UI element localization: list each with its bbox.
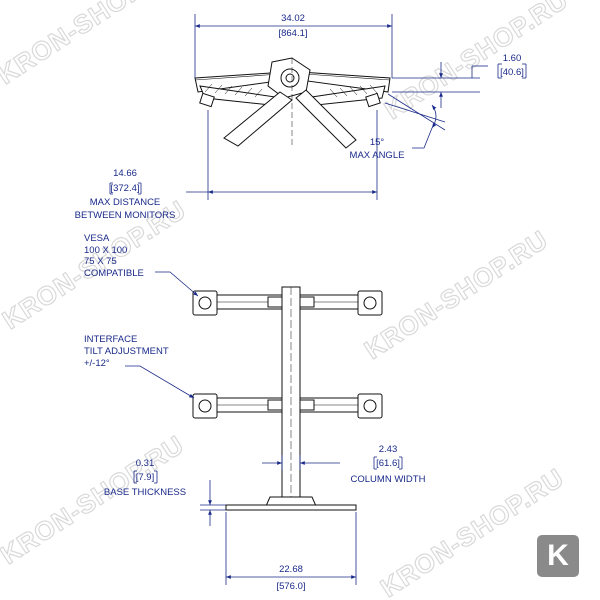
- base-width-dimension: 22.68 [576.0]: [225, 512, 357, 592]
- vesa-label: 75 X 75: [84, 256, 117, 267]
- interface-label: +/-12°: [84, 358, 110, 369]
- vesa-label: COMPATIBLE: [84, 268, 144, 279]
- overall-width-in: 34.02: [281, 13, 305, 24]
- base-thickness-label: BASE THICKNESS: [104, 487, 186, 498]
- monitor-offset-in: 1.60: [503, 53, 522, 64]
- k-logo-icon: K: [537, 535, 579, 577]
- watermark-text: KRON-SHOP.RU: [0, 0, 186, 90]
- base-thickness-in: 0.31: [136, 458, 155, 469]
- base-width-in: 22.68: [279, 564, 303, 575]
- column-width-dimension: 2.43 [61.6] COLUMN WIDTH: [262, 444, 426, 485]
- monitor-offset-dimension: 1.60 [40.6]: [392, 53, 527, 108]
- max-distance-label: MAX DISTANCE: [90, 197, 161, 208]
- watermark-text: KRON-SHOP.RU: [0, 429, 189, 570]
- column-width-mm: [61.6]: [376, 458, 400, 469]
- vesa-callout: VESA 100 X 100 75 X 75 COMPATIBLE: [84, 233, 199, 297]
- base-width-mm: [576.0]: [276, 581, 305, 592]
- vesa-label: VESA: [84, 233, 110, 244]
- max-distance-label: BETWEEN MONITORS: [75, 210, 176, 221]
- monitor-offset-mm: [40.6]: [500, 67, 524, 78]
- max-distance-in: 14.66: [113, 168, 137, 179]
- interface-label: INTERFACE: [84, 334, 137, 345]
- base-thickness-dimension: 0.31 [7.9] BASE THICKNESS: [104, 458, 226, 526]
- interface-label: TILT ADJUSTMENT: [84, 346, 169, 357]
- watermark-text: KRON-SHOP.RU: [359, 224, 553, 365]
- front-view-drawing: [192, 286, 383, 511]
- base-thickness-mm: [7.9]: [136, 472, 155, 483]
- max-distance-mm: [372.4]: [110, 183, 139, 194]
- max-distance-dimension: 14.66 [372.4] MAX DISTANCE BETWEEN MONIT…: [75, 110, 378, 221]
- column-width-label: COLUMN WIDTH: [351, 474, 426, 485]
- top-view-drawing: [194, 57, 391, 149]
- interface-callout: INTERFACE TILT ADJUSTMENT +/-12°: [84, 334, 195, 399]
- overall-width-dimension: 34.02 [864.1]: [194, 13, 393, 78]
- column-width-in: 2.43: [379, 444, 398, 455]
- vesa-label: 100 X 100: [84, 245, 127, 256]
- overall-width-mm: [864.1]: [278, 28, 307, 39]
